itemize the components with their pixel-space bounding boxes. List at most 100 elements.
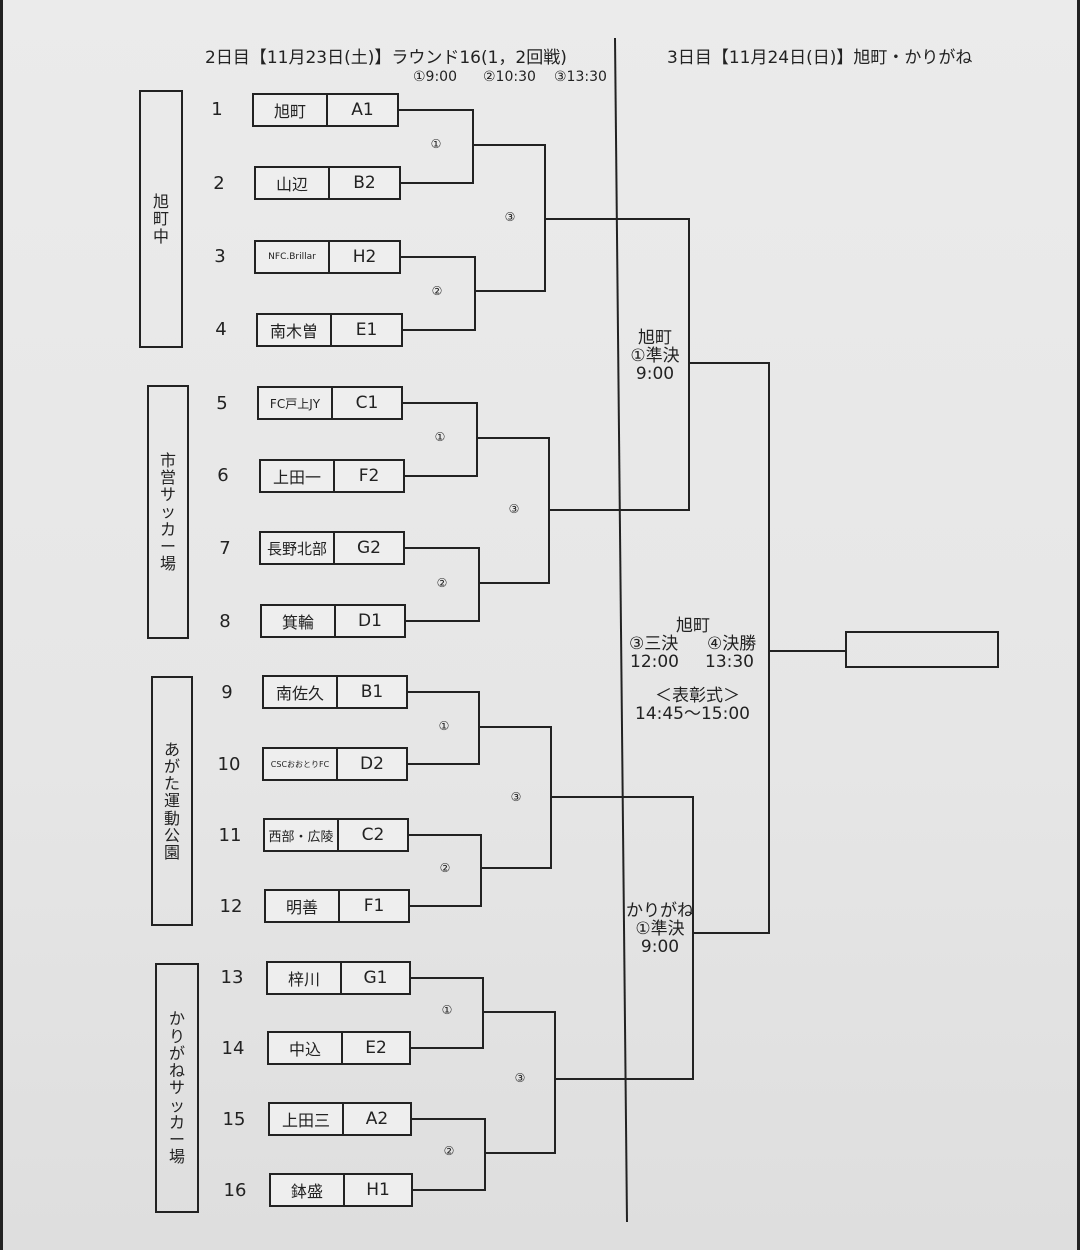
match-marker: ② (439, 861, 451, 875)
venue-char: ね (168, 1061, 185, 1081)
team-seed: H2 (352, 247, 377, 267)
team-name: 鉢盛 (271, 1175, 345, 1205)
time-round1: ①9:00 (413, 69, 457, 85)
team-entry: 中込 E2 (267, 1031, 411, 1065)
entry-number: 16 (223, 1180, 247, 1201)
team-name: 明善 (266, 891, 340, 921)
team-entry: 上田三 A2 (268, 1102, 412, 1136)
team-entry: 南木曽 E1 (256, 313, 403, 347)
match-marker: ② (443, 1144, 455, 1158)
venue-char: 町 (152, 209, 169, 229)
final-time: 13:30 (705, 652, 754, 672)
team-entry: 梓川 G1 (266, 961, 411, 995)
day3-title: 3日目【11月24日(日)】旭町・かりがね (667, 48, 973, 68)
team-entry: 明善 F1 (264, 889, 410, 923)
team-name: 山辺 (256, 168, 330, 198)
venue-char: あ (163, 739, 180, 759)
semifinal-bottom-info: かりがね ①準決 9:00 (625, 901, 695, 957)
venue-box: 旭 町 中 (139, 90, 183, 348)
team-seed: H1 (366, 1180, 390, 1200)
team-name: 上田三 (270, 1104, 344, 1134)
team-name: 西部・広陵 (265, 820, 339, 850)
venue-char: 中 (152, 226, 169, 246)
team-seed: B1 (360, 682, 384, 702)
entry-number: 15 (222, 1109, 246, 1130)
team-seed: C1 (355, 393, 379, 413)
venue-char: ー (159, 536, 176, 556)
team-seed: B2 (353, 173, 376, 193)
match-marker: ① (438, 719, 450, 733)
team-name: 中込 (269, 1033, 343, 1063)
venue-char: カ (159, 519, 176, 539)
bracket-line (483, 1011, 556, 1154)
semifinal-label: ①準決 (635, 918, 685, 939)
entry-number: 12 (219, 896, 243, 917)
team-seed: F1 (363, 896, 385, 916)
entry-number: 7 (219, 538, 231, 559)
semifinal-venue: 旭町 (638, 328, 672, 348)
bracket-lines (399, 37, 845, 1223)
semifinal-venue: かりがね (626, 901, 694, 921)
entry-number: 6 (217, 465, 229, 486)
venue-char: 動 (163, 808, 180, 828)
entry-number: 4 (215, 319, 227, 340)
team-entry: 西部・広陵 C2 (263, 818, 409, 852)
team-entry: 鉢盛 H1 (269, 1173, 413, 1207)
ceremony-time: 14:45〜15:00 (635, 704, 750, 724)
time-round2: ②10:30 (483, 69, 536, 85)
team-name: 南佐久 (264, 677, 338, 707)
team-entry: 南佐久 B1 (262, 675, 408, 709)
venue-char: か (168, 1009, 185, 1029)
team-seed: D2 (360, 754, 384, 774)
team-name: NFC.Brillar (256, 242, 330, 272)
team-seed: E1 (355, 320, 378, 340)
semifinal-label: ①準決 (630, 345, 680, 366)
bracket-line (401, 256, 476, 331)
venue-char: 旭 (152, 192, 169, 212)
venue-char: サ (159, 485, 176, 505)
team-seed: F2 (358, 466, 380, 486)
third-place-time: 12:00 (630, 652, 679, 672)
team-entry: 箕輪 D1 (260, 604, 406, 638)
venue-char: 園 (163, 843, 180, 863)
team-seed: C2 (361, 825, 385, 845)
semifinal-time: 9:00 (640, 936, 680, 957)
champion-box (845, 631, 999, 668)
venue-char: ー (168, 1130, 185, 1150)
bracket-line (410, 1118, 486, 1191)
entry-number: 1 (211, 99, 223, 120)
venue-char: 場 (159, 554, 176, 574)
team-name: 箕輪 (262, 606, 336, 636)
team-name: CSCおおとりFC (264, 749, 338, 779)
match-marker: ① (430, 137, 442, 151)
match-marker: ③ (510, 790, 522, 804)
team-seed: A1 (351, 100, 374, 120)
bracket-line (399, 109, 474, 184)
match-marker: ③ (508, 502, 520, 516)
venue-box: あ が た 運 動 公 園 (151, 676, 193, 926)
venue-char: サ (168, 1078, 185, 1098)
match-marker: ② (431, 284, 443, 298)
entry-number: 5 (216, 393, 228, 414)
venue-char: 公 (163, 825, 180, 845)
venue-char: カ (168, 1112, 185, 1132)
team-seed: D1 (358, 611, 382, 631)
team-entry: 上田一 F2 (259, 459, 405, 493)
match-marker: ① (441, 1003, 453, 1017)
team-name: 上田一 (261, 461, 335, 491)
final-venue: 旭町 (676, 616, 710, 636)
entry-number: 2 (213, 173, 225, 194)
match-marker: ② (436, 576, 448, 590)
day-divider-line (614, 37, 628, 1223)
entry-number: 3 (214, 246, 226, 267)
team-entry: CSCおおとりFC D2 (262, 747, 408, 781)
team-entry: NFC.Brillar H2 (254, 240, 401, 274)
match-marker: ③ (514, 1071, 526, 1085)
bracket-line (408, 834, 482, 907)
venue-char: 営 (159, 467, 176, 487)
entry-number: 14 (221, 1038, 245, 1059)
team-name: 旭町 (254, 95, 328, 125)
team-name: 長野北部 (261, 533, 335, 563)
final-label: ④決勝 (707, 634, 757, 654)
